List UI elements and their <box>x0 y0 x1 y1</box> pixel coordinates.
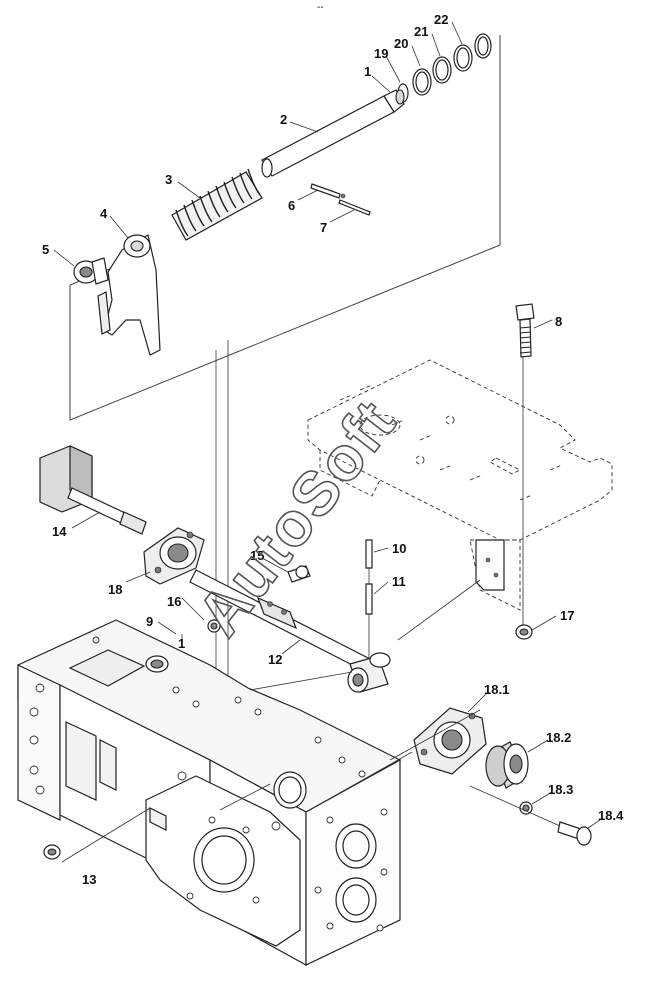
callout-11: 11 <box>392 574 406 589</box>
callout-8: 8 <box>555 314 562 329</box>
callout-19: 19 <box>374 46 388 61</box>
shift-shaft <box>261 89 405 178</box>
mounting-plate <box>307 359 613 611</box>
callout-1-top: 1 <box>364 64 371 79</box>
bearing-18-2 <box>485 741 529 789</box>
leader-lines <box>53 21 601 863</box>
callout-5: 5 <box>42 242 49 257</box>
bolt-15 <box>287 565 311 583</box>
gearbox-housing <box>17 619 402 967</box>
callout-18-3: 18.3 <box>548 782 573 797</box>
bushing-5 <box>73 257 109 285</box>
pins <box>310 183 371 216</box>
shift-fork <box>97 234 161 356</box>
callout-13: 13 <box>82 872 96 887</box>
bolt-16 <box>181 619 221 648</box>
callout-18-1: 18.1 <box>484 682 509 697</box>
support-block <box>475 539 505 591</box>
callout-3: 3 <box>165 172 172 187</box>
nut-17 <box>515 624 533 640</box>
washer-18-3 <box>519 801 533 815</box>
callout-14: 14 <box>52 524 67 539</box>
seal-rings <box>397 33 492 103</box>
coil-spring <box>171 168 263 241</box>
callout-12: 12 <box>268 652 282 667</box>
callout-18-4: 18.4 <box>598 808 624 823</box>
pins-10-11 <box>365 539 373 660</box>
screw-18-4 <box>557 821 592 846</box>
top-mark: -- <box>317 2 324 13</box>
callout-15: 15 <box>250 548 264 563</box>
callout-22: 22 <box>434 12 448 27</box>
callout-10: 10 <box>392 541 406 556</box>
callout-labels: 1 2 3 4 5 6 7 8 9 1 10 11 12 13 14 15 16… <box>42 12 624 887</box>
flange-18-1 <box>413 707 487 775</box>
callout-17: 17 <box>560 608 574 623</box>
callout-18: 18 <box>108 582 122 597</box>
callout-1-lower: 1 <box>178 636 185 651</box>
callout-21: 21 <box>414 24 428 39</box>
bearing-housing-18 <box>143 527 205 585</box>
shaft-12 <box>189 569 391 693</box>
plug-13 <box>43 844 61 860</box>
callout-7: 7 <box>320 220 327 235</box>
callout-4: 4 <box>100 206 108 221</box>
callout-18-2: 18.2 <box>546 730 571 745</box>
callout-2: 2 <box>280 112 287 127</box>
callout-9: 9 <box>146 614 153 629</box>
callout-20: 20 <box>394 36 408 51</box>
watermark-logo: AutoSoft <box>185 387 410 648</box>
callout-16: 16 <box>167 594 181 609</box>
bolt-8 <box>515 303 535 358</box>
callout-6: 6 <box>288 198 295 213</box>
selector-handle <box>39 445 147 535</box>
